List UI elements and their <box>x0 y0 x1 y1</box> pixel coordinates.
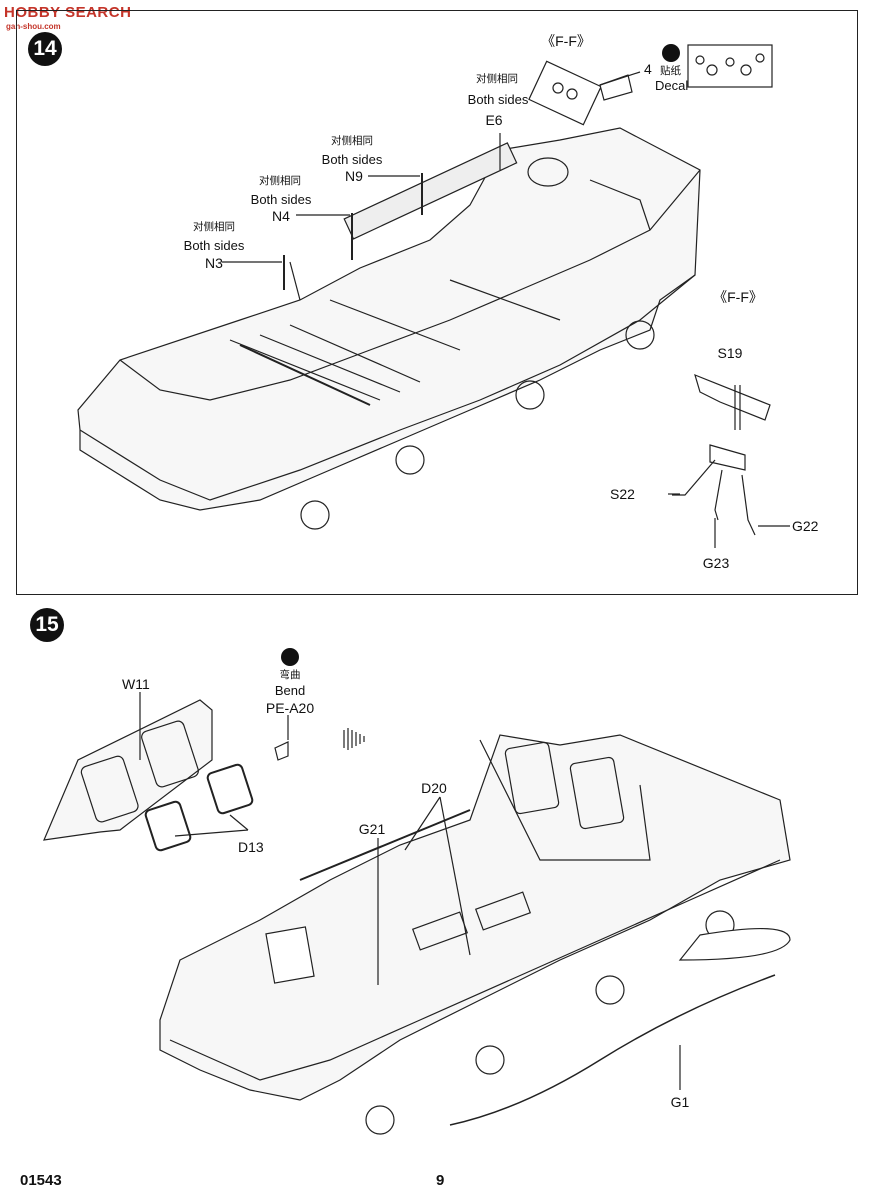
watermark-site: gan-shou.com <box>6 22 61 31</box>
both-sides-en-n4: Both sides <box>250 192 312 207</box>
step-14-badge: 14 <box>28 32 62 66</box>
both-sides-en-n9: Both sides <box>321 152 383 167</box>
part-d13: D13 <box>238 839 264 855</box>
hull-outline-14 <box>77 127 701 511</box>
bend-icon <box>281 648 299 666</box>
part-n4: N4 <box>272 208 290 224</box>
part-pe-a20: PE-A20 <box>265 700 315 716</box>
decal-icon <box>662 44 680 62</box>
part-g23: G23 <box>702 555 730 571</box>
both-sides-cn-n3: 对侧相同 <box>193 221 235 233</box>
decal-en: Decal <box>655 78 689 93</box>
part-e6: E6 <box>485 112 503 128</box>
part-s19: S19 <box>717 345 743 361</box>
both-sides-cn-e6: 对侧相同 <box>476 73 518 85</box>
both-sides-en-n3: Both sides <box>183 238 245 253</box>
view-tag-ff-detail: 《F-F》 <box>713 289 763 305</box>
step-14-panel <box>16 10 858 595</box>
part-d20: D20 <box>421 780 447 796</box>
step-14-drawing <box>77 44 790 548</box>
part-w11: W11 <box>122 676 150 692</box>
part-n9: N9 <box>345 168 363 184</box>
watermark-brand: HOBBY SEARCH <box>4 4 132 21</box>
decal-cn: 贴纸 <box>660 65 681 77</box>
kit-code: 01543 <box>20 1172 62 1189</box>
both-sides-cn-n9: 对侧相同 <box>331 135 373 147</box>
both-sides-cn-n4: 对侧相同 <box>259 175 301 187</box>
bend-en: Bend <box>274 683 306 698</box>
step-15-badge: 15 <box>30 608 64 642</box>
part-g1: G1 <box>670 1094 690 1110</box>
view-tag-ff: 《F-F》 <box>541 33 591 49</box>
watermark-logo: HOBBY SEARCH <box>4 4 131 21</box>
part-g21: G21 <box>358 821 386 837</box>
part-g22: G22 <box>792 518 819 534</box>
page-number: 9 <box>436 1172 445 1189</box>
both-sides-en-e6: Both sides <box>467 92 529 107</box>
part-s22: S22 <box>610 486 635 502</box>
bend-cn: 弯曲 <box>279 669 301 681</box>
decal-number: 4 <box>644 61 652 77</box>
hull-outline-15 <box>159 734 791 1101</box>
part-n3: N3 <box>205 255 223 271</box>
